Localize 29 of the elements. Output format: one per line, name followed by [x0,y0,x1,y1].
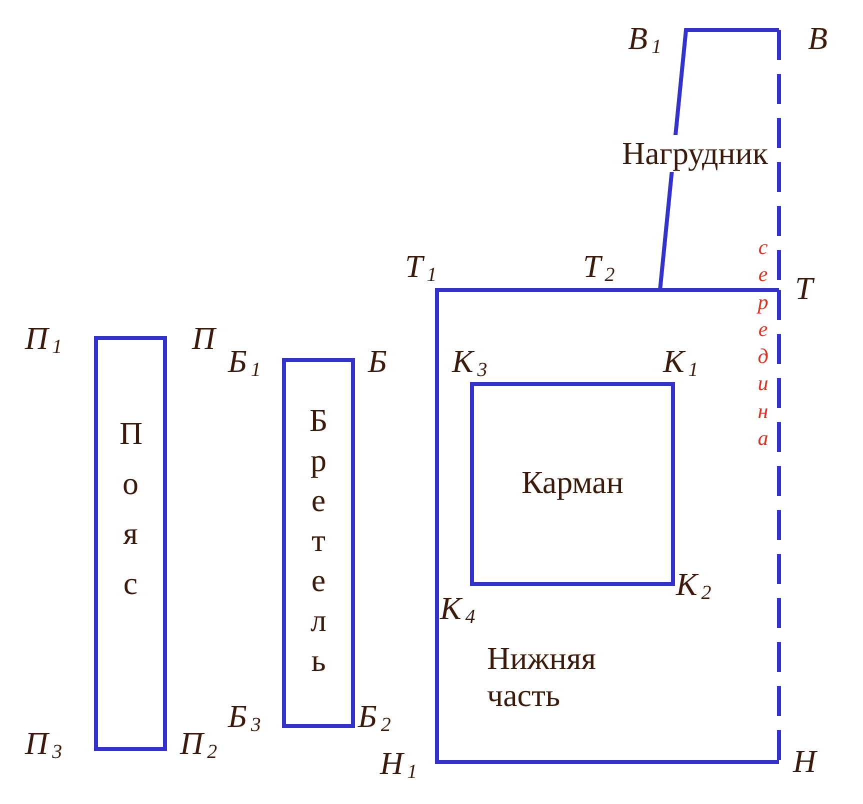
pattern-piece [437,290,779,762]
pattern-piece [96,338,165,749]
point-label: Н [793,745,816,777]
point-label: В [808,22,828,54]
point-label: Т$_{2}$ [583,250,615,285]
point-label: Б$_{2}$ [358,700,391,735]
piece-label: Бретель [308,401,329,680]
point-label: П [192,322,216,354]
point-label: В$_{1}$ [628,22,662,57]
piece-label: Карман [520,464,624,501]
piece-label: Пояс [120,414,142,603]
point-label: К$_{4}$ [440,592,476,627]
point-label: Т$_{1}$ [405,250,437,285]
point-label: Б [368,345,387,377]
point-label: К$_{1}$ [663,345,698,380]
point-label: Б$_{1}$ [228,345,261,380]
seam-note: середина [756,234,770,452]
point-label: П$_{3}$ [25,727,62,762]
piece-label: Нижняя часть [487,640,597,714]
point-label: Н$_{1}$ [380,747,418,782]
point-label: Т [795,272,813,304]
pattern-piece [472,384,673,584]
point-label: К$_{2}$ [676,568,712,603]
point-label: Б$_{3}$ [228,700,261,735]
point-label: К$_{3}$ [452,345,488,380]
piece-label: Нагрудник [620,135,770,172]
point-label: П$_{1}$ [25,322,62,357]
point-label: П$_{2}$ [180,727,218,762]
pattern-piece [284,360,353,726]
